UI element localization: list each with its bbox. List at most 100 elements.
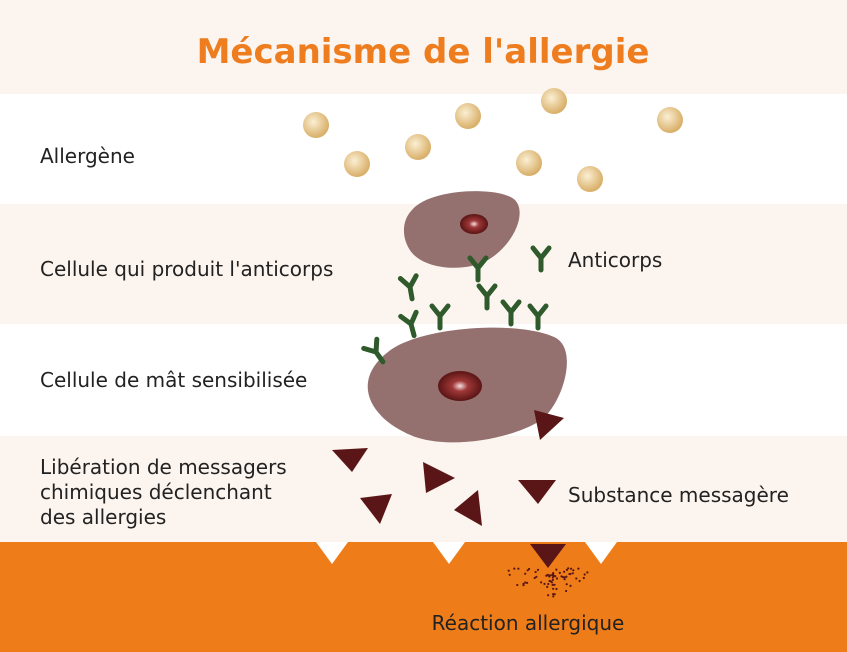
speckle-dot <box>565 568 569 572</box>
speckle-dot <box>526 569 529 572</box>
messenger-triangle <box>518 480 556 504</box>
speckle-dot <box>550 581 554 584</box>
label-mast-cell: Cellule de mât sensibilisée <box>40 368 307 392</box>
label-release-line-3: des allergies <box>40 505 166 529</box>
speckle-dot <box>535 575 538 578</box>
antibody-icon <box>429 303 451 331</box>
messenger-triangle <box>530 544 566 568</box>
speckle-dot <box>565 589 568 593</box>
speckle-dot <box>546 585 549 589</box>
speckle-dot <box>569 572 572 576</box>
speckle-dot <box>577 567 580 570</box>
speckle-dot <box>552 595 555 598</box>
band-reaction <box>0 542 847 652</box>
speckle-dot <box>567 567 570 570</box>
messenger-triangle <box>332 448 368 472</box>
speckle-dot <box>526 581 529 585</box>
speckle-dot <box>563 578 566 581</box>
speckle-dot <box>540 581 543 584</box>
speckle-dot <box>551 576 555 579</box>
speckle-dot <box>547 594 550 597</box>
antibody-icon <box>398 309 419 339</box>
messenger-triangle <box>454 490 482 526</box>
speckle-dot <box>548 574 552 577</box>
antibodies <box>361 245 552 365</box>
antibody-icon <box>500 299 522 327</box>
allergen-particles <box>303 88 683 192</box>
speckle-dot <box>558 571 561 575</box>
allergen-particle <box>303 112 329 138</box>
antibody-icon <box>476 283 498 311</box>
speckle-dot <box>555 587 558 591</box>
band-release <box>0 436 847 542</box>
speckle-dot <box>554 575 557 578</box>
speckle-dot <box>572 569 575 572</box>
speckle-dot <box>552 572 555 575</box>
speckle-dot <box>507 569 510 572</box>
allergen-particle <box>405 134 431 160</box>
speckle-dot <box>536 568 540 572</box>
mast-cell <box>367 327 567 443</box>
label-antibody-cell: Cellule qui produit l'anticorps <box>40 257 333 281</box>
speckle-dot <box>565 583 568 586</box>
speckle-dot <box>570 567 573 570</box>
speckle-dot <box>555 577 559 580</box>
speckle-dot <box>533 576 536 580</box>
antibody-icon <box>397 273 419 302</box>
allergen-particle <box>455 103 481 129</box>
antibody-icon <box>527 303 549 331</box>
antibody-icon <box>467 255 489 283</box>
speckle-dot <box>546 574 549 577</box>
label-messenger: Substance messagère <box>568 483 789 507</box>
speckle-dot <box>563 570 566 573</box>
label-reaction: Réaction allergique <box>432 611 625 635</box>
speckle-dot <box>560 575 563 578</box>
speckle-dot <box>571 572 574 575</box>
speckle-dot <box>534 570 537 574</box>
label-antibody: Anticorps <box>568 248 662 272</box>
allergen-particle <box>541 88 567 114</box>
messenger-triangle <box>360 494 392 524</box>
speckle-dot <box>552 587 555 590</box>
antibody-icon <box>361 336 386 365</box>
speckle-dot <box>586 571 589 574</box>
speckle-dot <box>543 582 546 586</box>
speckle-dot <box>553 593 556 596</box>
label-allergen: Allergène <box>40 144 135 168</box>
label-release-line-1: Libération de messagers <box>40 455 287 479</box>
speckle-dot <box>528 567 531 571</box>
antibody-icon <box>530 245 552 273</box>
speckle-dot <box>522 584 525 587</box>
speckle-dot <box>513 567 516 570</box>
allergen-particle <box>577 166 603 192</box>
speckle-dot <box>582 576 585 580</box>
speckle-dot <box>551 578 555 582</box>
messenger-triangle <box>423 462 455 493</box>
speckle-dot <box>517 567 520 570</box>
antibody-producing-cell <box>403 191 520 268</box>
speckle-dot <box>553 583 556 586</box>
allergen-particle <box>344 151 370 177</box>
speckle-dot <box>508 573 511 576</box>
speckle-dot <box>565 575 568 578</box>
speckle-dot <box>578 579 581 583</box>
page-title: Mécanisme de l'allergie <box>197 32 650 72</box>
band-title <box>0 0 847 94</box>
speckle-dot <box>524 572 527 575</box>
label-release-line-2: chimiques déclenchant <box>40 480 272 504</box>
speckle-dot <box>524 581 527 584</box>
cell-nucleus <box>438 371 482 401</box>
speckle-dot <box>551 583 554 587</box>
speckle-dot <box>569 584 572 588</box>
reaction-speckles <box>507 567 589 598</box>
speckle-dot <box>516 583 519 587</box>
messenger-substances <box>332 410 566 568</box>
speckle-dot <box>583 573 586 576</box>
speckle-dot <box>555 568 558 571</box>
cell-nucleus <box>460 214 488 234</box>
cell-body <box>403 191 520 268</box>
speckle-dot <box>547 582 550 586</box>
